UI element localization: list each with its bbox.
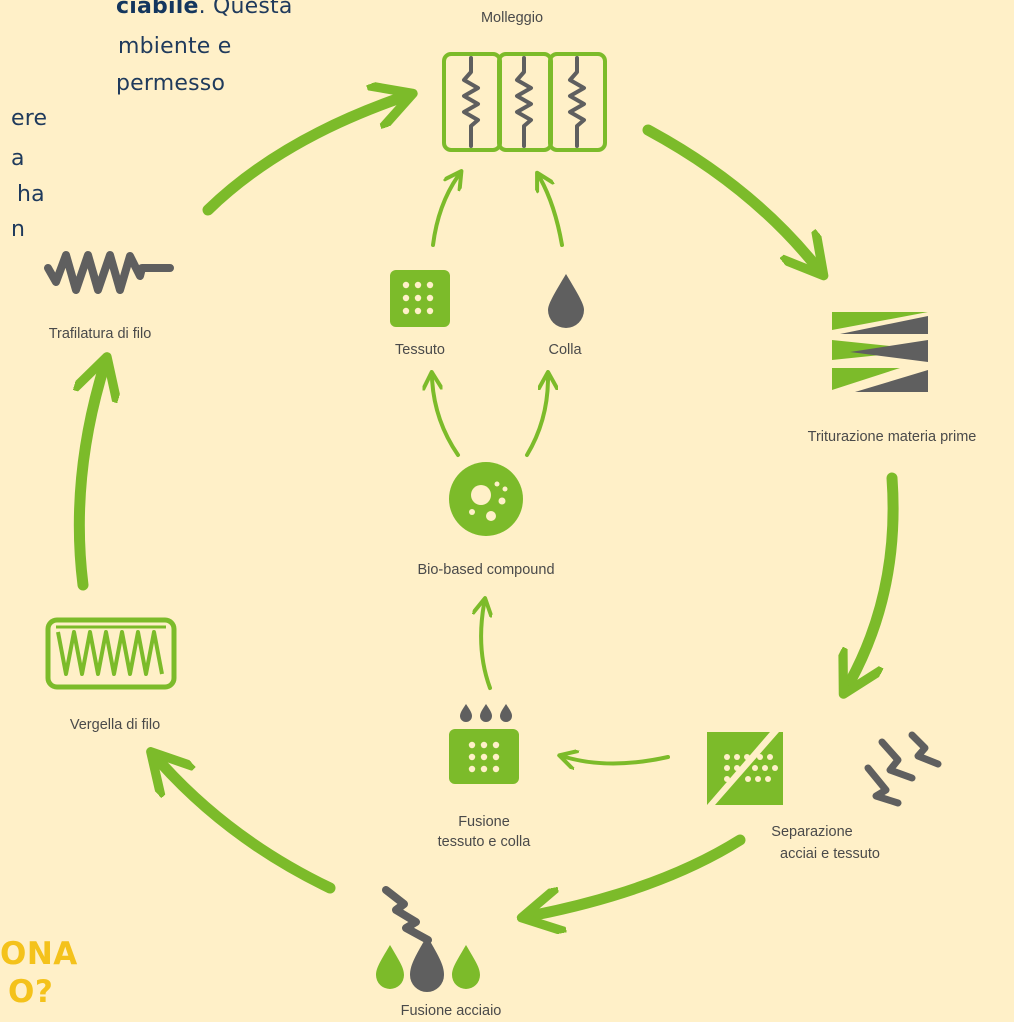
intro-line-2: mbiente e (118, 34, 232, 59)
cycle-arrows (79, 98, 899, 915)
arrow-fusione-tc-to-bio (481, 604, 490, 690)
label-vergella: Vergella di filo (69, 717, 161, 733)
intro-line-6: ha (17, 182, 45, 207)
arrow-bio-to-colla (525, 378, 548, 457)
arrow-colla-to-molleggio (540, 178, 564, 247)
arrow-separazione-to-fusione (535, 834, 746, 915)
shredder-icon (832, 312, 928, 392)
arrow-separazione-to-fusione-tc (565, 757, 670, 764)
inner-arrows (431, 176, 670, 764)
fabric-glue-melt-icon (449, 704, 519, 784)
label-bio: Bio-based compound (417, 562, 555, 578)
label-fusione-acciaio: Fusione acciaio (400, 1003, 502, 1019)
label-triturazione: Triturazione materia prime (807, 429, 977, 445)
arrow-vergella-to-trafilatura (79, 370, 103, 591)
arrow-bio-to-tessuto (432, 378, 460, 457)
melting-drops-icon (376, 886, 480, 992)
headline-line-2: O? (8, 974, 54, 1010)
spring-units-icon (442, 52, 607, 152)
intro-line-4: ere (11, 106, 48, 131)
wire-coil-icon (44, 251, 174, 294)
wire-rod-icon (45, 617, 177, 690)
intro-line-1: ciabile. Questa (116, 0, 293, 19)
label-separazione-1: Separazione (771, 824, 853, 840)
label-molleggio: Molleggio (480, 10, 544, 26)
label-tessuto: Tessuto (395, 342, 445, 358)
arrow-fusione-to-vergella (160, 762, 336, 894)
separation-panel-icon (707, 732, 783, 805)
arrow-molleggio-to-triturazione (642, 124, 815, 265)
label-separazione-2: acciai e tessuto (780, 846, 880, 862)
bio-compound-icon (449, 462, 523, 536)
scrap-steel-icon (864, 731, 942, 807)
headline-line-1: ONA (0, 936, 78, 972)
intro-line-3: permesso (116, 71, 226, 96)
arrow-tessuto-to-molleggio (431, 176, 458, 247)
label-fusione-tc-1: Fusione (458, 814, 510, 830)
intro-line-5: a (11, 146, 25, 171)
label-colla: Colla (548, 342, 582, 358)
glue-drop-icon (548, 274, 584, 328)
arrow-triturazione-to-separazione (850, 472, 899, 682)
fabric-icon (390, 270, 450, 327)
intro-bold-word: ciabile (116, 0, 199, 19)
label-trafilatura: Trafilatura di filo (48, 326, 152, 342)
label-fusione-tc-2: tessuto e colla (437, 834, 531, 850)
arrow-trafilatura-to-molleggio (202, 98, 400, 216)
intro-line-7: n (11, 217, 26, 242)
